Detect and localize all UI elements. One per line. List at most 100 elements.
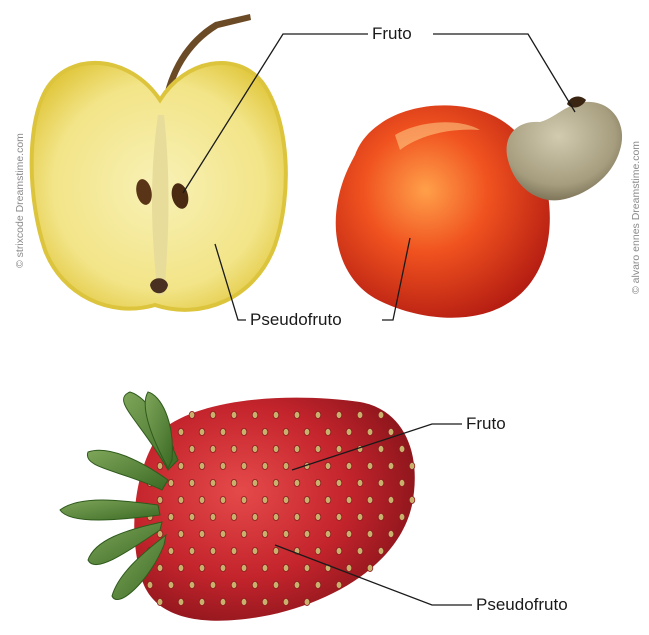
strawberry-seed: [262, 496, 268, 503]
strawberry-seed: [231, 547, 237, 554]
label-strawberry-pseudofruto: Pseudofruto: [472, 595, 572, 615]
strawberry-seed: [273, 445, 279, 452]
strawberry-seed: [336, 581, 342, 588]
strawberry-seed: [231, 581, 237, 588]
label-top-pseudofruto: Pseudofruto: [246, 310, 346, 330]
strawberry-seed: [220, 462, 226, 469]
strawberry-seed: [189, 445, 195, 452]
strawberry-seed: [220, 428, 226, 435]
photo-credit-right: © alvaro ennes Dreamstime.com: [630, 141, 642, 294]
strawberry-seed: [367, 462, 373, 469]
strawberry-seed: [231, 445, 237, 452]
strawberry-seed: [336, 445, 342, 452]
strawberry-seed: [294, 411, 300, 418]
strawberry-seed: [231, 479, 237, 486]
strawberry-seed: [262, 598, 268, 605]
strawberry-seed: [199, 496, 205, 503]
strawberry-seed: [346, 462, 352, 469]
strawberry-seed: [315, 547, 321, 554]
strawberry-seed: [346, 496, 352, 503]
strawberry-seed: [409, 496, 415, 503]
strawberry-seed: [304, 496, 310, 503]
strawberry-seed: [189, 513, 195, 520]
strawberry-seed: [252, 581, 258, 588]
strawberry-seed: [378, 479, 384, 486]
apple-half-illustration: [32, 14, 286, 310]
strawberry-seed: [199, 530, 205, 537]
strawberry-seed: [283, 598, 289, 605]
strawberry-seed: [241, 598, 247, 605]
strawberry-seed: [304, 564, 310, 571]
strawberry-seed: [399, 479, 405, 486]
strawberry-seed: [147, 581, 153, 588]
strawberry-seed: [378, 445, 384, 452]
strawberry-seed: [283, 564, 289, 571]
strawberry-seed: [199, 462, 205, 469]
strawberry-seed: [231, 411, 237, 418]
strawberry-seed: [294, 581, 300, 588]
strawberry-seed: [220, 598, 226, 605]
strawberry-seed: [157, 564, 163, 571]
strawberry-seed: [378, 547, 384, 554]
strawberry-seed: [262, 428, 268, 435]
strawberry-seed: [399, 513, 405, 520]
strawberry-seed: [367, 496, 373, 503]
strawberry-seed: [210, 513, 216, 520]
strawberry-seed: [262, 564, 268, 571]
label-strawberry-fruto: Fruto: [462, 414, 510, 434]
strawberry-seed: [168, 547, 174, 554]
strawberry-seed: [367, 428, 373, 435]
strawberry-seed: [252, 547, 258, 554]
strawberry-seed: [357, 411, 363, 418]
strawberry-seed: [315, 411, 321, 418]
strawberry-seed: [178, 530, 184, 537]
strawberry-seed: [189, 581, 195, 588]
strawberry-seed: [399, 445, 405, 452]
strawberry-seed: [315, 479, 321, 486]
strawberry-seed: [241, 564, 247, 571]
strawberry-seed: [241, 496, 247, 503]
strawberry-seed: [294, 479, 300, 486]
strawberry-seed: [178, 598, 184, 605]
strawberry-seed: [199, 564, 205, 571]
strawberry-seed: [210, 411, 216, 418]
strawberry-seed: [178, 564, 184, 571]
strawberry-seed: [325, 462, 331, 469]
cashew-nut: [507, 102, 623, 200]
strawberry-seed: [273, 411, 279, 418]
strawberry-seed: [210, 581, 216, 588]
strawberry-seed: [157, 496, 163, 503]
strawberry-illustration: [60, 392, 415, 621]
strawberry-seed: [336, 411, 342, 418]
strawberry-seed: [252, 513, 258, 520]
strawberry-seed: [304, 428, 310, 435]
strawberry-seed: [346, 530, 352, 537]
strawberry-seed: [241, 530, 247, 537]
strawberry-seed: [273, 513, 279, 520]
strawberry-seed: [157, 598, 163, 605]
strawberry-seed: [210, 445, 216, 452]
strawberry-seed: [199, 428, 205, 435]
strawberry-seed: [199, 598, 205, 605]
strawberry-seed: [220, 564, 226, 571]
strawberry-seed: [252, 411, 258, 418]
strawberry-seed: [346, 564, 352, 571]
strawberry-seed: [283, 462, 289, 469]
strawberry-seed: [325, 496, 331, 503]
strawberry-seed: [273, 547, 279, 554]
strawberry-seed: [315, 513, 321, 520]
strawberry-seed: [283, 530, 289, 537]
strawberry-seed: [231, 513, 237, 520]
strawberry-seed: [189, 547, 195, 554]
strawberry-seed: [252, 445, 258, 452]
strawberry-seed: [168, 513, 174, 520]
strawberry-seed: [357, 513, 363, 520]
strawberry-seed: [241, 462, 247, 469]
strawberry-seed: [283, 496, 289, 503]
strawberry-seed: [378, 411, 384, 418]
strawberry-seed: [346, 428, 352, 435]
cashew-apple-illustration: [336, 97, 622, 318]
strawberry-seed: [178, 462, 184, 469]
strawberry-seed: [178, 428, 184, 435]
strawberry-seed: [157, 462, 163, 469]
